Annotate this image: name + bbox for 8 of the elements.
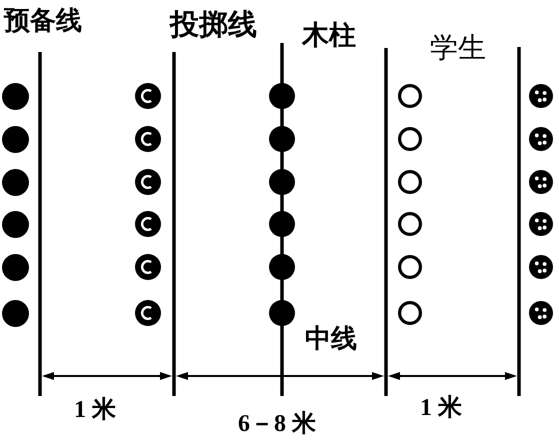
line-label: 中线	[305, 326, 357, 352]
dimension-label: 1 米	[420, 396, 462, 420]
student-label: 学生	[430, 34, 486, 62]
line-label: 预备线	[4, 8, 82, 34]
line-label: 投掷线	[170, 10, 257, 39]
dimension-label: 1 米	[74, 398, 116, 422]
dimension-label: 6－8 米	[238, 412, 316, 436]
post-label: 木柱	[302, 22, 356, 49]
